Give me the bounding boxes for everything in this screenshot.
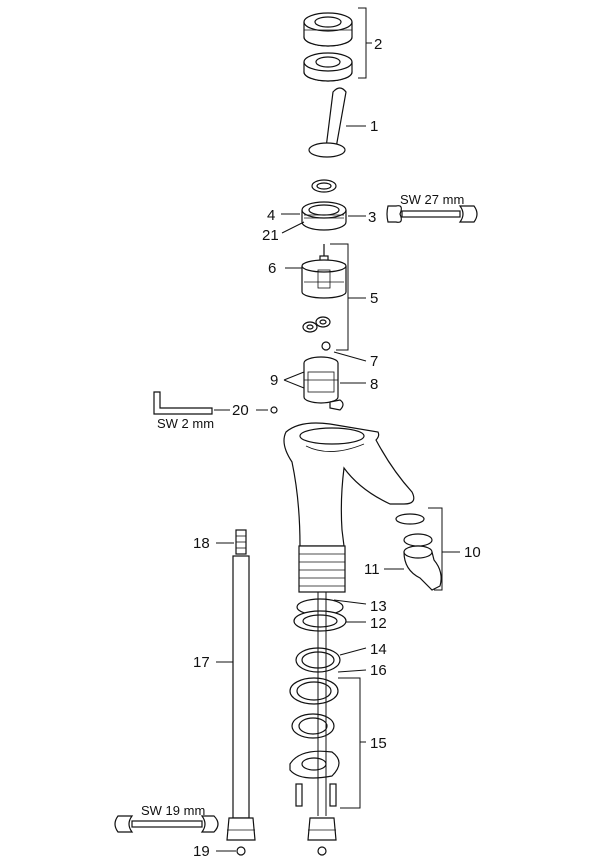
callout-12: 12 bbox=[370, 615, 387, 632]
callout-20: 20 bbox=[232, 402, 249, 419]
threaded-rod bbox=[307, 592, 337, 856]
callout-1: 1 bbox=[370, 118, 378, 135]
part-12-washer bbox=[293, 610, 347, 632]
wrench-19-icon bbox=[114, 815, 219, 833]
part-20-grub-screw bbox=[270, 406, 278, 414]
part-6-cartridge bbox=[301, 244, 347, 299]
callout-9: 9 bbox=[270, 372, 278, 389]
hex-key-2-icon bbox=[153, 391, 213, 415]
part-3-cartridge-nut bbox=[301, 179, 347, 231]
part-16-ring bbox=[289, 677, 339, 705]
callout-3: 3 bbox=[368, 209, 376, 226]
callout-21: 21 bbox=[262, 227, 279, 244]
callout-18: 18 bbox=[193, 535, 210, 552]
part-1-lever bbox=[308, 87, 347, 158]
callout-16: 16 bbox=[370, 662, 387, 679]
wrench-27-icon bbox=[386, 205, 478, 223]
callout-6: 6 bbox=[268, 260, 276, 277]
part-5-seals bbox=[302, 316, 331, 333]
callout-11: 11 bbox=[364, 561, 380, 578]
callout-14: 14 bbox=[370, 641, 387, 658]
part-7-pin bbox=[321, 341, 331, 351]
part-2-rings bbox=[303, 12, 353, 82]
part-8-valve-body bbox=[303, 356, 344, 411]
part-19-hose-nut bbox=[226, 817, 256, 856]
callout-13: 13 bbox=[370, 598, 387, 615]
callout-15: 15 bbox=[370, 735, 387, 752]
tool-label-sw19: SW 19 mm bbox=[141, 803, 205, 818]
part-15-mounting-set bbox=[289, 713, 340, 807]
faucet-body bbox=[283, 422, 415, 593]
part-11-flow-straightener bbox=[403, 533, 442, 591]
tool-label-sw27: SW 27 mm bbox=[400, 192, 464, 207]
callout-2: 2 bbox=[374, 36, 382, 53]
part-18-hose-nipple bbox=[235, 529, 247, 555]
part-10-outlet-seal bbox=[395, 513, 425, 525]
callout-19: 19 bbox=[193, 843, 210, 860]
tool-label-sw2: SW 2 mm bbox=[157, 416, 214, 431]
callout-8: 8 bbox=[370, 376, 378, 393]
callout-10: 10 bbox=[464, 544, 481, 561]
callout-4: 4 bbox=[267, 207, 275, 224]
part-17-supply-hose bbox=[232, 555, 250, 819]
callout-17: 17 bbox=[193, 654, 210, 671]
callout-7: 7 bbox=[370, 353, 378, 370]
callout-5: 5 bbox=[370, 290, 378, 307]
